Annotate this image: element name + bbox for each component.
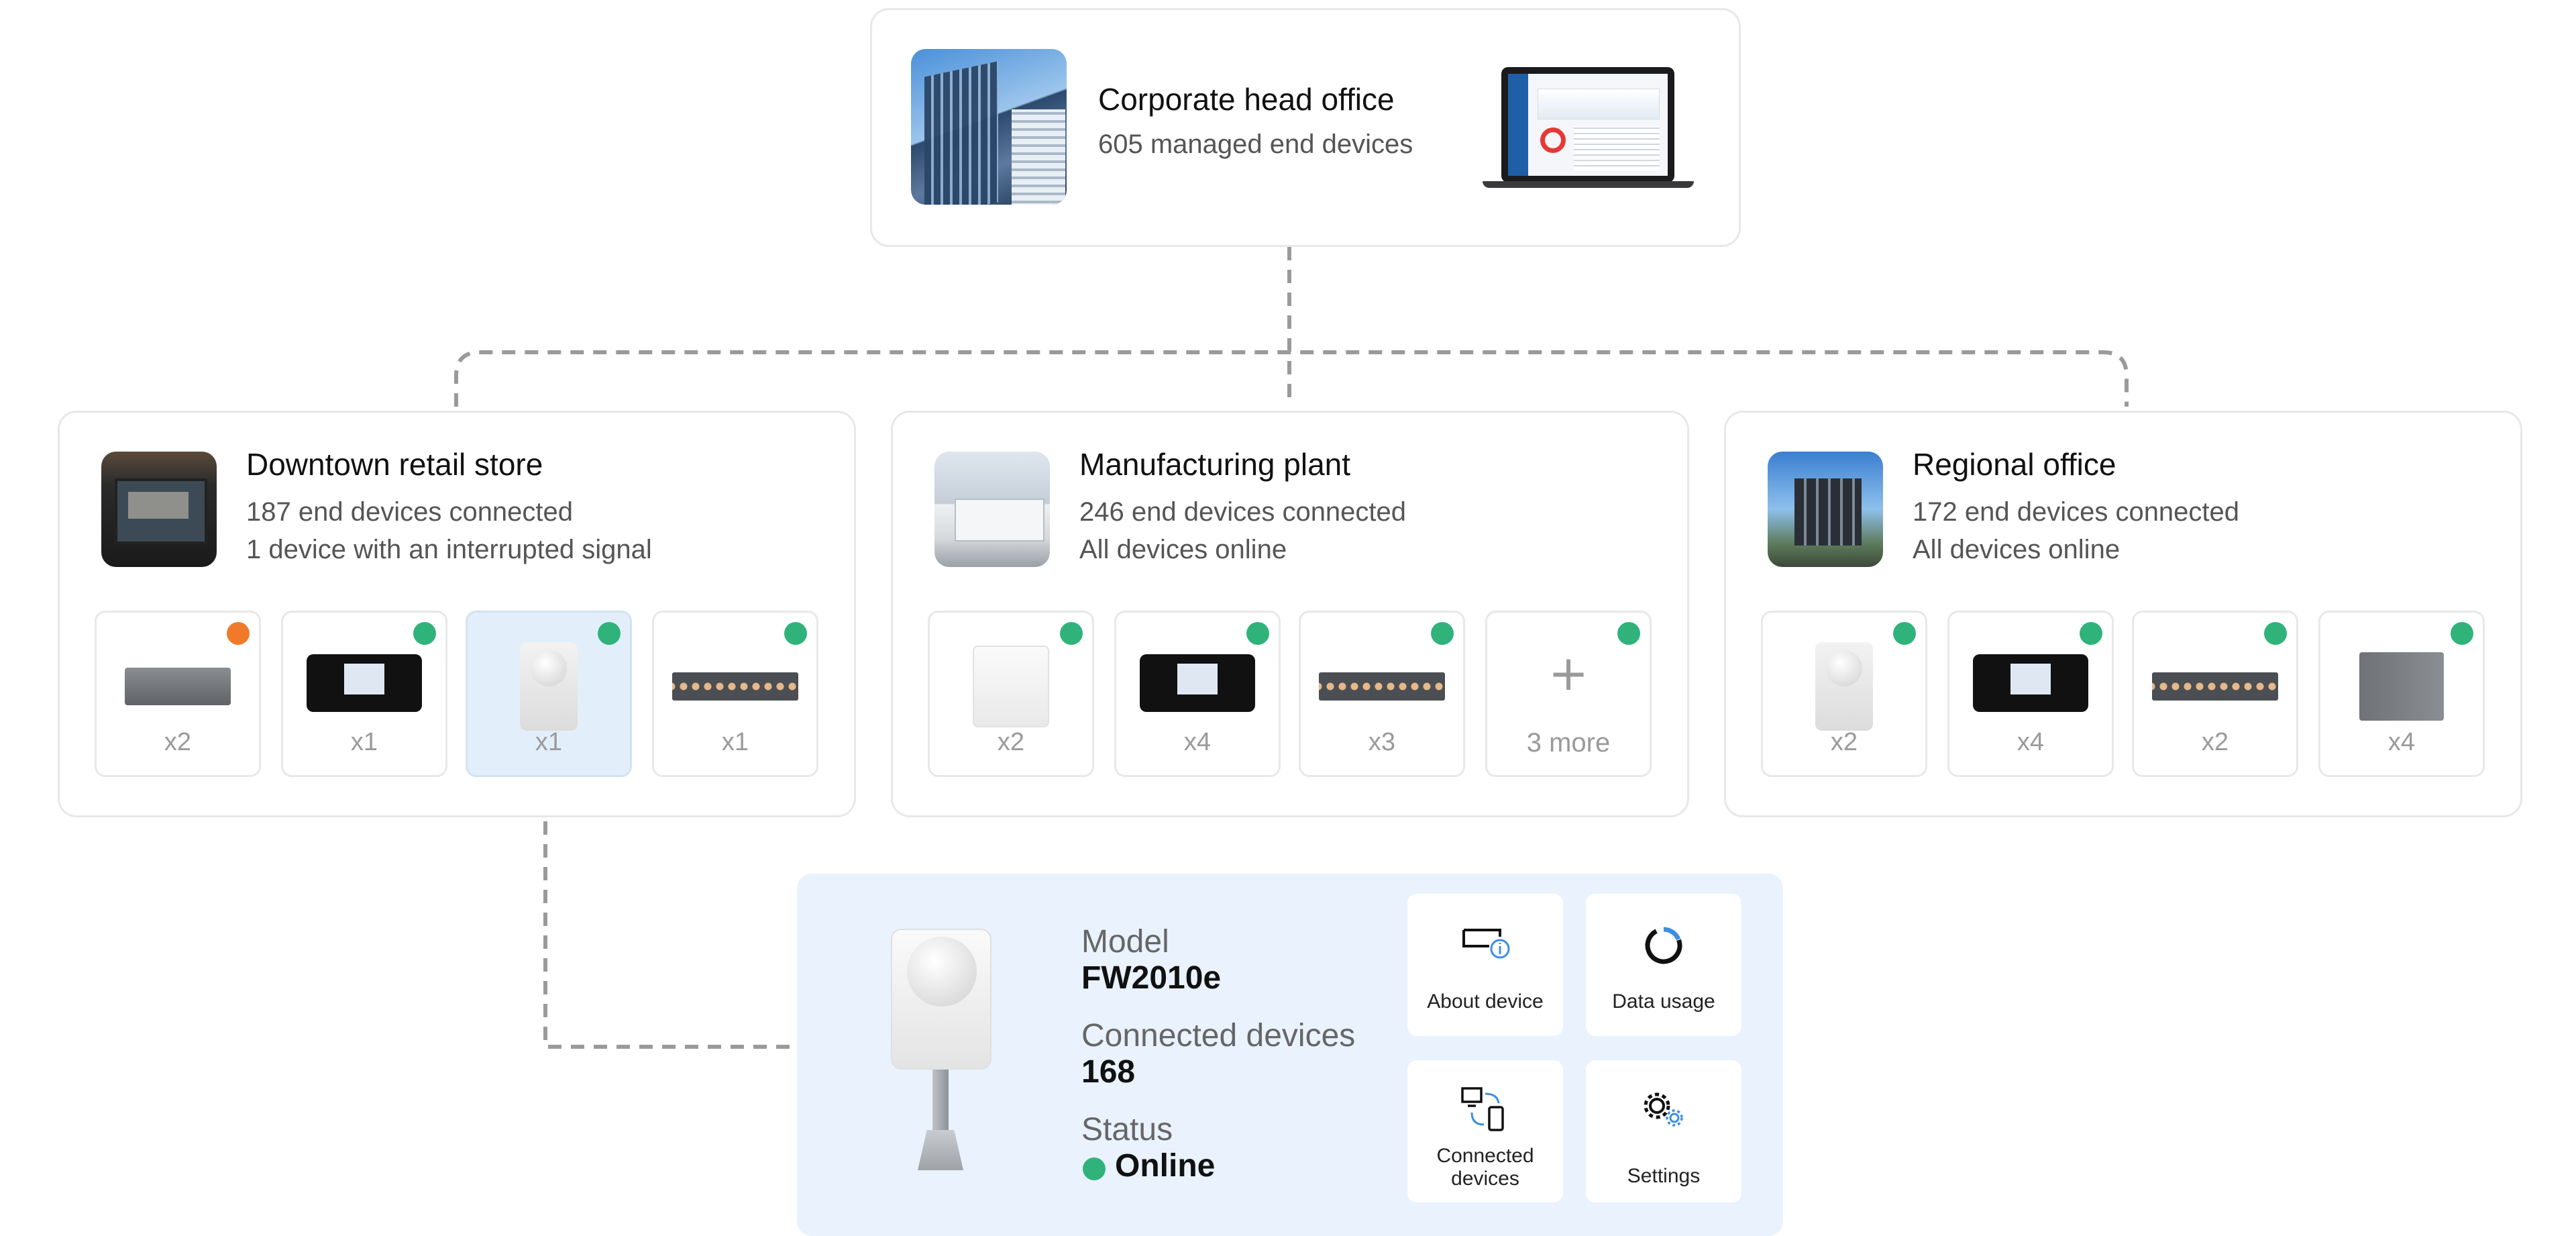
device-count: x2 — [2201, 728, 2229, 756]
data-usage-donut-icon — [1645, 927, 1682, 964]
connected-devices-value: 168 — [1081, 1054, 1136, 1090]
device-tile-touchscreen-gateway[interactable]: x4 — [1947, 611, 2114, 777]
outdoor-router-large-image — [891, 929, 991, 1184]
network-switch-icon — [2152, 672, 2278, 701]
network-switch-icon — [1319, 672, 1445, 701]
site-card-regional-office[interactable]: Regional office 172 end devices connecte… — [1724, 411, 2522, 817]
site-devices-connected: 246 end devices connected — [1079, 497, 1407, 527]
connected-devices-icon — [1461, 1087, 1504, 1131]
settings-label: Settings — [1627, 1165, 1701, 1187]
gray-cabinet-icon — [2359, 652, 2444, 721]
head-office-title: Corporate head office — [1098, 82, 1395, 117]
outdoor-router-icon — [1815, 641, 1873, 731]
site-signal-status: All devices online — [1079, 535, 1287, 564]
site-signal-status: 1 device with an interrupted signal — [246, 535, 652, 564]
touchscreen-gateway-icon — [307, 654, 422, 712]
device-detail-connector — [543, 776, 792, 1049]
device-tile-touchscreen-gateway[interactable]: x4 — [1114, 611, 1281, 777]
device-info-icon — [1462, 929, 1510, 959]
connected-devices-button[interactable]: Connected devices — [1407, 1060, 1563, 1202]
status-label: Status — [1081, 1112, 1173, 1147]
device-tile-gray-box-router[interactable]: x2 — [95, 611, 261, 777]
settings-gears-icon — [1644, 1092, 1683, 1127]
site-photo-regional-office — [1768, 452, 1883, 567]
laptop-dashboard-icon — [1483, 67, 1694, 195]
device-count: x3 — [1368, 728, 1396, 756]
device-tile-network-switch[interactable]: x1 — [652, 611, 818, 777]
status-dot-online — [2080, 622, 2102, 645]
site-signal-status: All devices online — [1913, 535, 2121, 564]
device-count: x1 — [535, 728, 563, 756]
site-card-manufacturing-plant[interactable]: Manufacturing plant 246 end devices conn… — [891, 411, 1689, 817]
site-card-downtown-retail-store[interactable]: Downtown retail store 187 end devices co… — [58, 411, 856, 817]
status-dot-online — [1431, 622, 1454, 645]
status-dot-online — [2264, 622, 2287, 645]
device-count: x1 — [350, 728, 378, 756]
site-photo-retail-store — [101, 452, 217, 567]
model-value: FW2010e — [1081, 960, 1222, 996]
device-count: x2 — [997, 728, 1025, 756]
connected-devices-action-label: Connected devices — [1436, 1145, 1534, 1190]
device-count: x4 — [2017, 728, 2045, 756]
device-count: x1 — [721, 728, 749, 756]
device-tile-network-switch[interactable]: x2 — [2132, 611, 2298, 777]
device-count: x2 — [1830, 728, 1858, 756]
branch-connector — [454, 350, 2129, 407]
device-tile-more-devices[interactable]: + 3 more — [1485, 611, 1652, 777]
status-dot-online — [1246, 622, 1269, 645]
settings-button[interactable]: Settings — [1586, 1060, 1741, 1202]
site-photo-manufacturing-plant — [934, 452, 1050, 567]
device-count: x2 — [164, 728, 192, 756]
device-tile-network-switch[interactable]: x3 — [1299, 611, 1465, 777]
model-label: Model — [1081, 924, 1169, 960]
more-devices-count: 3 more — [1526, 728, 1611, 758]
data-usage-button[interactable]: Data usage — [1586, 894, 1741, 1036]
device-detail-panel: Model FW2010e Connected devices 168 Stat… — [797, 874, 1783, 1236]
device-tile-gray-cabinet[interactable]: x4 — [2318, 611, 2485, 777]
status-online-dot — [1083, 1157, 1106, 1180]
device-tile-outdoor-router[interactable]: x2 — [1761, 611, 1927, 777]
head-office-photo — [911, 49, 1067, 205]
status-dot-online — [1893, 622, 1916, 645]
touchscreen-gateway-icon — [1973, 654, 2088, 712]
data-usage-label: Data usage — [1612, 990, 1715, 1013]
gray-box-router-icon — [125, 667, 231, 705]
head-office-subtitle: 605 managed end devices — [1098, 130, 1413, 159]
device-tile-touchscreen-gateway[interactable]: x1 — [281, 611, 447, 777]
status-dot-online — [784, 622, 807, 645]
device-tile-white-access-point[interactable]: x2 — [928, 611, 1094, 777]
site-devices-connected: 187 end devices connected — [246, 497, 574, 527]
about-device-label: About device — [1427, 990, 1544, 1013]
outdoor-router-icon — [520, 641, 578, 731]
status-value: Online — [1115, 1148, 1216, 1184]
connected-devices-label: Connected devices — [1081, 1018, 1356, 1053]
network-switch-icon — [672, 672, 798, 701]
about-device-button[interactable]: About device — [1407, 894, 1563, 1036]
status-dot-online — [1060, 622, 1083, 645]
head-office-card[interactable]: Corporate head office 605 managed end de… — [870, 8, 1741, 247]
status-dot-warning — [227, 622, 250, 645]
plus-icon: + — [1548, 645, 1589, 701]
site-title: Regional office — [1913, 447, 2116, 482]
status-dot-online — [1617, 622, 1640, 645]
device-count: x4 — [1183, 728, 1212, 756]
status-dot-online — [2451, 622, 2473, 645]
white-access-point-icon — [973, 645, 1049, 727]
site-devices-connected: 172 end devices connected — [1913, 497, 2240, 527]
site-title: Downtown retail store — [246, 447, 543, 482]
site-title: Manufacturing plant — [1079, 447, 1351, 482]
touchscreen-gateway-icon — [1140, 654, 1255, 712]
device-tile-outdoor-router-selected[interactable]: x1 — [466, 611, 632, 777]
status-dot-online — [413, 622, 436, 645]
device-count: x4 — [2387, 728, 2416, 756]
status-dot-online — [598, 622, 621, 645]
